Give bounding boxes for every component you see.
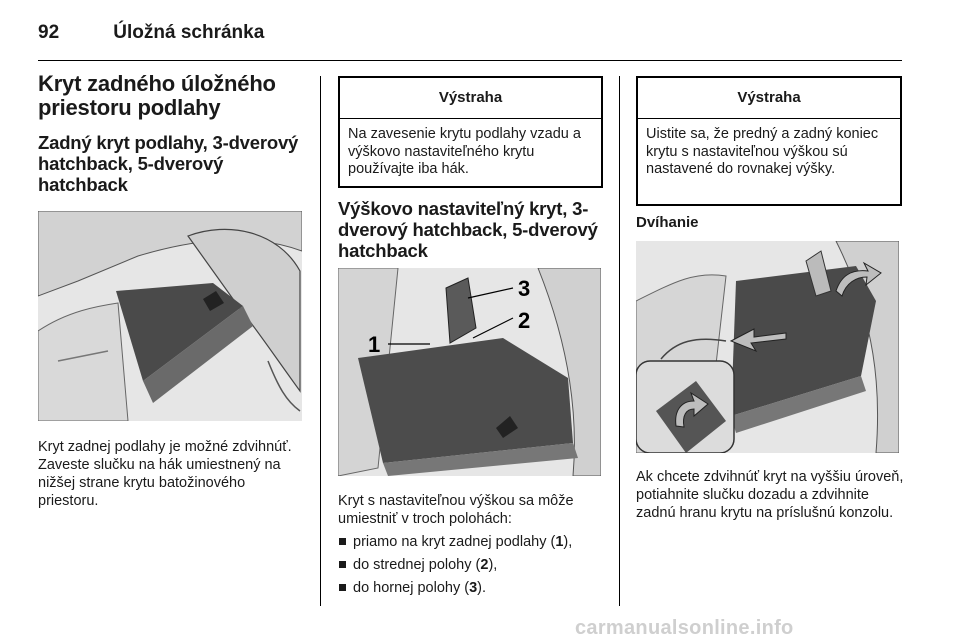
list-item-number: 2 — [480, 557, 489, 573]
list-item-end: ), — [488, 557, 498, 573]
illustration-lifting — [636, 241, 899, 453]
adjustable-intro: Kryt s nastaviteľnou výškou sa môže umie… — [338, 493, 574, 527]
column-1: Kryt zadného úložného priestoru podlahy … — [38, 71, 308, 196]
list-item: do hornej polohy (3). — [338, 579, 608, 597]
warning-box-2: Výstraha Uistite sa, že predný a zadný k… — [636, 76, 902, 206]
column-3-body: Ak chcete zdvihnúť kryt na vyššiu úroveň… — [636, 468, 904, 522]
list-item: priamo na kryt zadnej podlahy (1), — [338, 533, 608, 551]
lifting-text: Ak chcete zdvihnúť kryt na vyššiu úroveň… — [636, 469, 904, 521]
list-item-text: priamo na kryt zadnej podlahy ( — [353, 534, 556, 550]
section-title: Úložná schránka — [113, 22, 265, 43]
list-item-number: 3 — [469, 580, 478, 596]
illustration-floor-cover — [38, 211, 302, 421]
callout-3: 3 — [518, 276, 530, 301]
warning-title: Výstraha — [638, 78, 900, 119]
list-item-text: do hornej polohy ( — [353, 580, 470, 596]
warning-body: Uistite sa, že predný a zadný koniec kry… — [646, 126, 879, 177]
subheading-lifting: Dvíhanie — [636, 214, 699, 231]
warning-title: Výstraha — [340, 78, 601, 119]
bullet-square-icon — [339, 561, 346, 568]
bullet-square-icon — [339, 538, 346, 545]
callout-2: 2 — [518, 308, 530, 333]
column-1-body: Kryt zadnej podlahy je možné zdvihnúť. Z… — [38, 438, 300, 510]
floor-cover-text: Kryt zadnej podlahy je možné zdvihnúť. Z… — [38, 439, 292, 509]
warning-box-1: Výstraha Na zavesenie krytu podlahy vzad… — [338, 76, 603, 188]
callout-1: 1 — [368, 332, 380, 357]
illustration-adjustable-cover: 1 2 3 — [338, 268, 601, 476]
subheading-adjustable: Výškovo nastaviteľný kryt, 3-dverový hat… — [338, 198, 598, 261]
list-item-end: ), — [563, 534, 573, 550]
column-divider-2 — [619, 76, 620, 606]
subheading: Zadný kryt podlahy, 3-dverový hatchback,… — [38, 132, 299, 195]
header-rule — [38, 60, 902, 61]
list-item: do strednej polohy (2), — [338, 556, 608, 574]
position-list: priamo na kryt zadnej podlahy (1), do st… — [338, 533, 608, 597]
section-heading: Kryt zadného úložného priestoru podlahy — [38, 71, 276, 120]
page-number: 92 — [38, 22, 60, 43]
watermark: carmanualsonline.info — [575, 617, 794, 639]
column-divider-1 — [320, 76, 321, 606]
page-header: 92 Úložná schránka — [38, 22, 264, 44]
warning-body: Na zavesenie krytu podlahy vzadu a výško… — [348, 126, 581, 177]
list-item-number: 1 — [555, 534, 564, 550]
list-item-text: do strednej polohy ( — [353, 557, 481, 573]
list-item-end: ). — [477, 580, 487, 596]
column-2-body: Kryt s nastaviteľnou výškou sa môže umie… — [338, 492, 608, 597]
bullet-square-icon — [339, 584, 346, 591]
